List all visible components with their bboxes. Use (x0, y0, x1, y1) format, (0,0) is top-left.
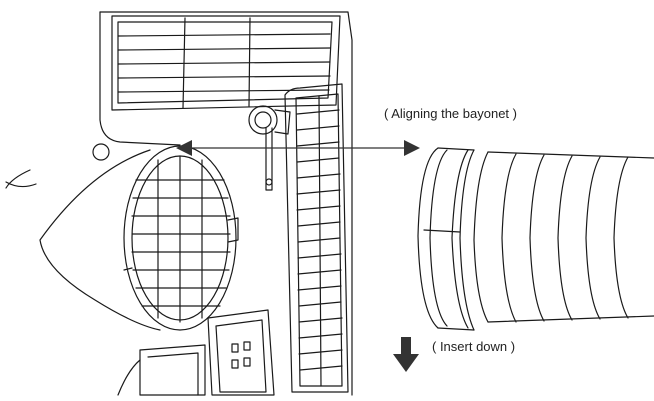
small-knob (92, 143, 110, 161)
aligning-bayonet-label: ( Aligning the bayonet ) (384, 106, 517, 121)
exhaust-hose (417, 147, 654, 331)
air-conditioner-unit (5, 11, 353, 396)
exhaust-hood (39, 149, 161, 331)
exhaust-grille (123, 145, 239, 331)
power-cord-hook (5, 169, 37, 189)
lower-panels (117, 309, 275, 396)
hose-adapter (417, 147, 439, 329)
insert-down-label: ( Insert down ) (432, 339, 516, 354)
double-arrow-icon (176, 140, 420, 156)
bayonet-clip (248, 105, 291, 191)
arrow-down-icon (393, 337, 419, 372)
upper-grille (111, 15, 341, 111)
side-vent-grille (284, 83, 349, 393)
